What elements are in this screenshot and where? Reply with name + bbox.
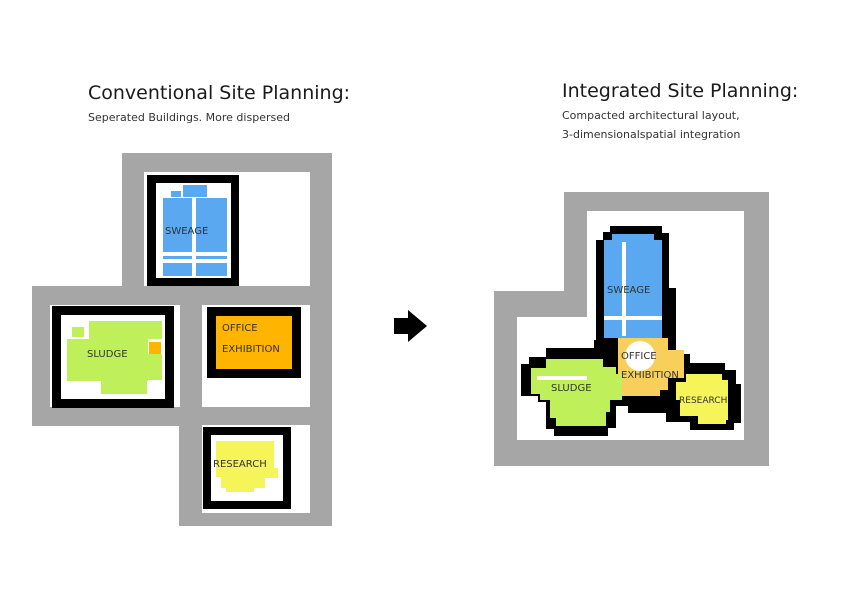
integrated-subtitle-line1: Compacted architectural layout, <box>562 109 740 122</box>
integrated-sludge-building <box>531 359 622 426</box>
arrow-right-icon <box>394 310 427 342</box>
integrated-site <box>494 192 769 466</box>
conventional-research-building <box>203 427 291 509</box>
integrated-office-courtyard <box>625 341 655 371</box>
integrated-office-building <box>618 338 684 396</box>
integrated-sweage-label: SWEAGE <box>607 285 651 296</box>
integrated-subtitle-line2: 3-dimensionalspatial integration <box>562 128 741 141</box>
integrated-sweage-building <box>604 234 662 338</box>
conventional-site <box>32 153 332 526</box>
conventional-research-label: RESEARCH <box>213 459 267 470</box>
integrated-research-building <box>676 374 728 424</box>
integrated-research-label: RESEARCH <box>679 396 728 406</box>
conventional-sweage-building <box>147 175 239 286</box>
conventional-office-label: OFFICE <box>222 323 258 334</box>
conventional-office-building <box>207 307 301 378</box>
integrated-exhibition-label: EXHIBITION <box>621 370 679 381</box>
integrated-sludge-label: SLUDGE <box>551 383 592 394</box>
conventional-sludge-label: SLUDGE <box>87 349 128 360</box>
integrated-title: Integrated Site Planning: <box>562 80 799 102</box>
conventional-title: Conventional Site Planning: <box>88 82 351 104</box>
integrated-office-label: OFFICE <box>621 351 657 362</box>
conventional-sweage-label: SWEAGE <box>165 226 209 237</box>
conventional-exhibition-label: EXHIBITION <box>222 344 280 355</box>
conventional-subtitle: Seperated Buildings. More dispersed <box>88 111 290 124</box>
conventional-sludge-building <box>52 306 174 408</box>
